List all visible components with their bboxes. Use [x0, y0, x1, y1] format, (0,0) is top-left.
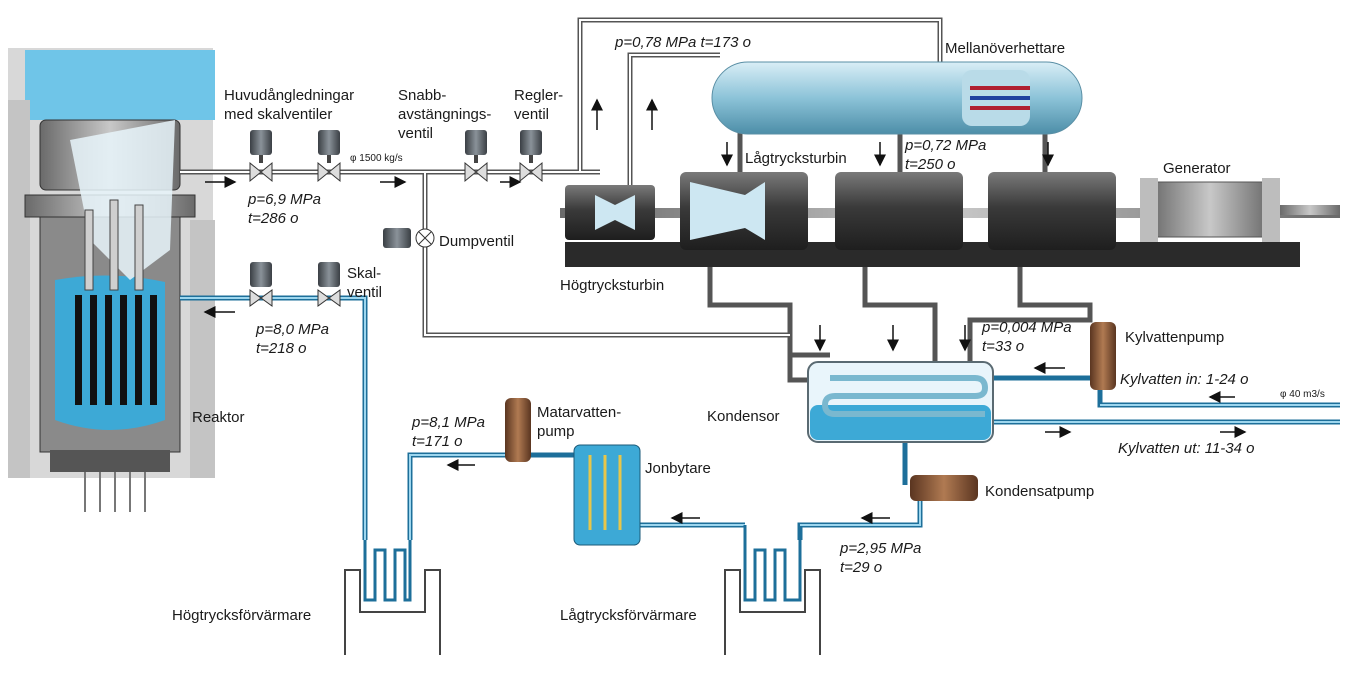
- shell-valve-1[interactable]: [249, 262, 273, 307]
- cond-steam-out-t: t=286 o: [248, 210, 298, 227]
- cond-condenser-t: t=33 o: [982, 338, 1024, 355]
- label-quick-stop-2: avstängnings-: [398, 106, 491, 123]
- label-main-steam-1: Huvudångledningar: [224, 87, 354, 104]
- cond-reheat-out-t: t=250 o: [905, 156, 955, 173]
- label-lp-turbine: Lågtrycksturbin: [745, 150, 847, 167]
- cond-cooling-out: Kylvatten ut: 11-34 o: [1118, 440, 1254, 457]
- label-hp-preheater: Högtrycksförvärmare: [172, 607, 311, 624]
- label-cooling-pump: Kylvattenpump: [1125, 329, 1224, 346]
- control-valve[interactable]: [519, 130, 543, 183]
- text-labels: Huvudångledningar med skalventiler Snabb…: [172, 34, 1325, 624]
- cond-steam-out-p: p=6,9 MPa: [247, 191, 321, 208]
- cooling-water-pump[interactable]: [1090, 322, 1116, 390]
- label-shell-valve-2: ventil: [347, 284, 382, 301]
- cond-feedwater-p: p=8,1 MPa: [411, 414, 485, 431]
- condenser: [807, 361, 994, 443]
- cond-cooling-in: Kylvatten in: 1-24 o: [1120, 371, 1248, 388]
- label-generator: Generator: [1163, 160, 1231, 177]
- lp-preheater: [724, 525, 821, 655]
- main-steam-valve-1[interactable]: [249, 130, 273, 183]
- shell-valve-2[interactable]: [317, 262, 341, 307]
- label-control-valve-1: Regler-: [514, 87, 563, 104]
- label-lp-preheater: Lågtrycksförvärmare: [560, 607, 697, 624]
- label-feedwater-pump-2: pump: [537, 423, 575, 440]
- ion-exchanger: [573, 444, 641, 546]
- lp-turbine-2: [835, 172, 963, 250]
- label-cooling-flow: φ 40 m3/s: [1280, 389, 1325, 400]
- reactor-vessel: [24, 119, 196, 512]
- lp-turbine-3: [988, 172, 1116, 250]
- flow-arrows: [203, 98, 1247, 524]
- label-dump-valve: Dumpventil: [439, 233, 514, 250]
- label-feedwater-pump-1: Matarvatten-: [537, 404, 621, 421]
- hp-turbine: [565, 185, 655, 240]
- generator: [1140, 178, 1340, 242]
- cond-reheat-out-p: p=0,72 MPa: [904, 137, 986, 154]
- fuel-rods: [75, 295, 157, 405]
- label-condenser: Kondensor: [707, 408, 780, 425]
- cond-condensate-t: t=29 o: [840, 559, 882, 576]
- label-quick-stop-1: Snabb-: [398, 87, 446, 104]
- label-condensate-pump: Kondensatpump: [985, 483, 1094, 500]
- cond-reheat-in: p=0,78 MPa t=173 o: [614, 34, 751, 51]
- label-main-steam-2: med skalventiler: [224, 106, 332, 123]
- water-pipes-inner: [180, 297, 1340, 540]
- reheater: [711, 61, 1083, 135]
- cond-water-in-t: t=218 o: [256, 340, 306, 357]
- dump-valve[interactable]: [383, 228, 435, 248]
- label-quick-stop-3: ventil: [398, 125, 433, 142]
- label-control-valve-2: ventil: [514, 106, 549, 123]
- label-reactor: Reaktor: [192, 409, 245, 426]
- label-reheater: Mellanöverhettare: [945, 40, 1065, 57]
- label-hp-turbine: Högtrycksturbin: [560, 277, 664, 294]
- cond-feedwater-t: t=171 o: [412, 433, 462, 450]
- cond-water-in-p: p=8,0 MPa: [255, 321, 329, 338]
- main-steam-valve-2[interactable]: [317, 130, 341, 183]
- feedwater-pump[interactable]: [505, 398, 531, 462]
- quick-stop-valve[interactable]: [464, 130, 488, 183]
- label-ion-exchanger: Jonbytare: [645, 460, 711, 477]
- hp-preheater: [344, 540, 441, 655]
- condensate-pump[interactable]: [910, 475, 978, 501]
- cond-condensate-p: p=2,95 MPa: [839, 540, 921, 557]
- label-steam-flow: φ 1500 kg/s: [350, 153, 403, 164]
- cond-condenser-p: p=0,004 MPa: [981, 319, 1072, 336]
- lp-turbine-1: [680, 172, 808, 250]
- label-shell-valve-1: Skal-: [347, 265, 381, 282]
